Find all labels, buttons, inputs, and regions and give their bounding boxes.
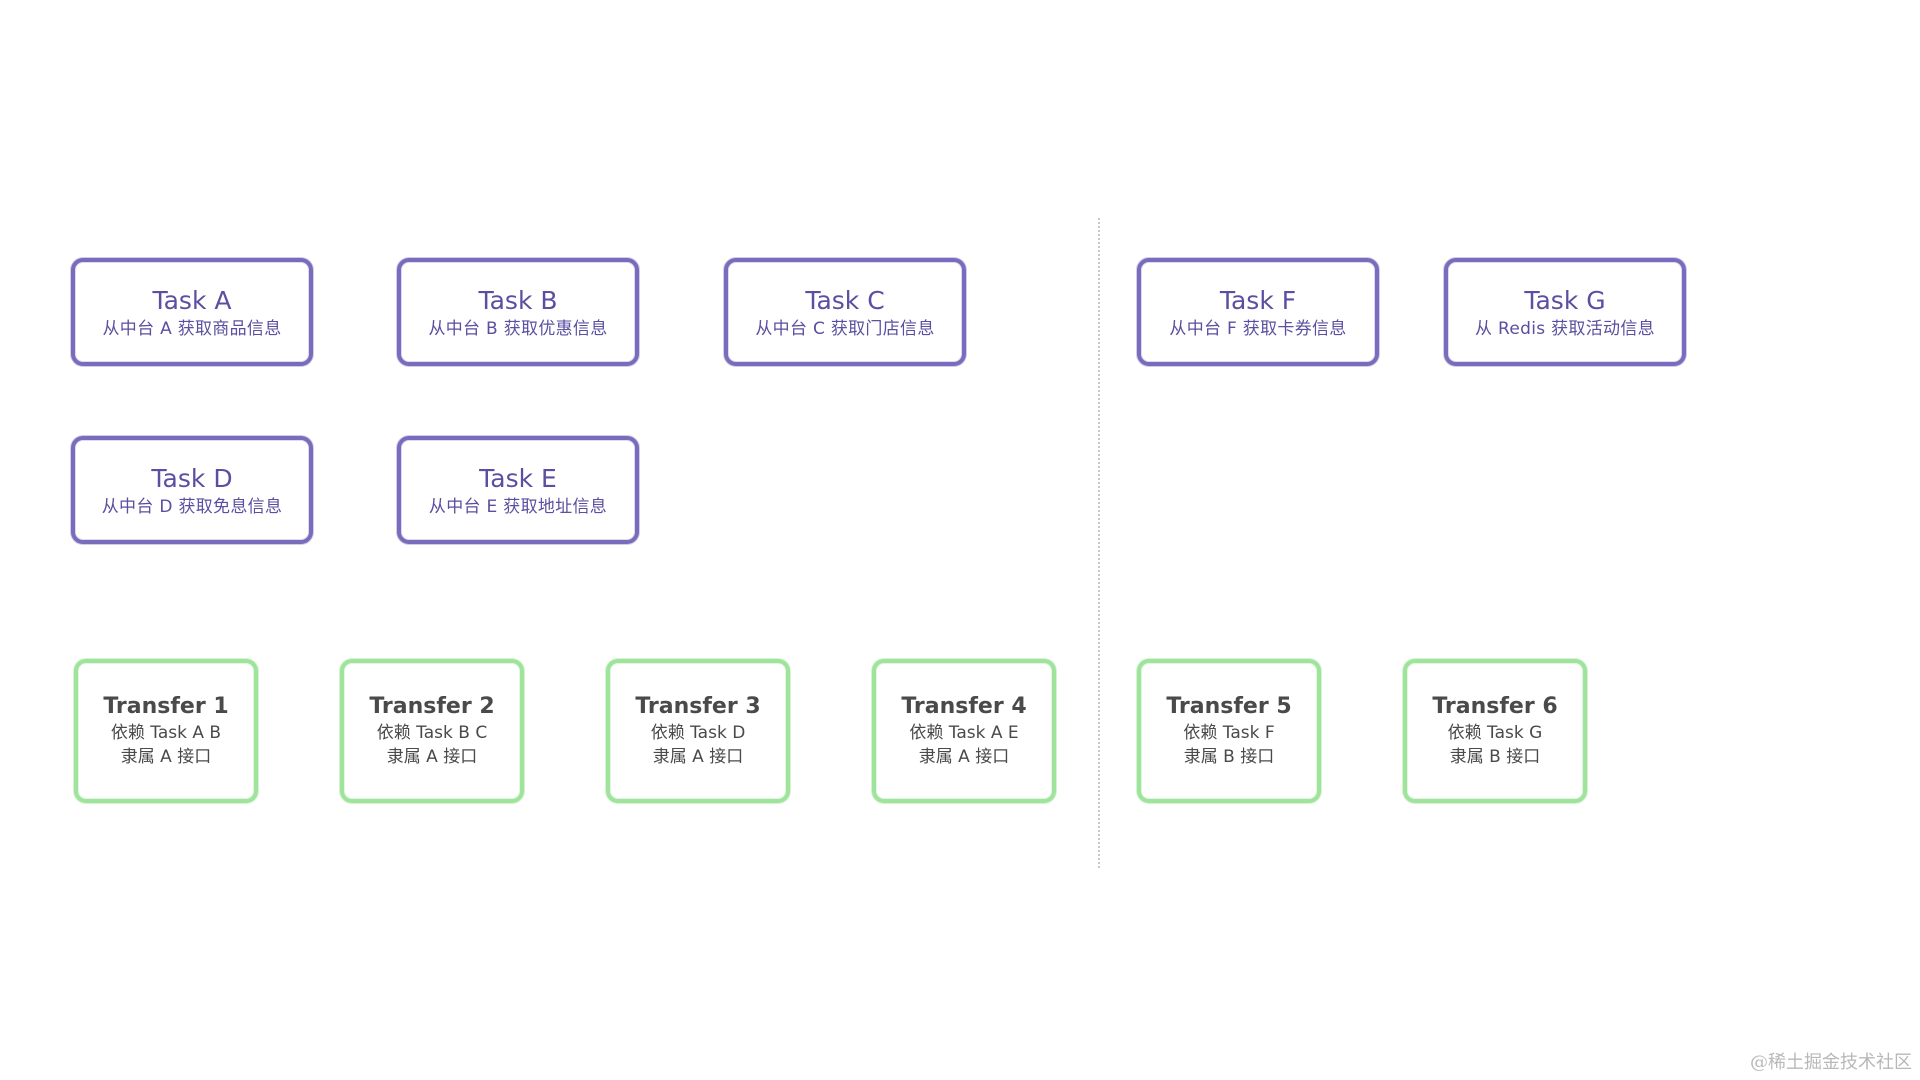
task-description: 从中台 B 获取优惠信息 <box>428 319 608 339</box>
transfer-title: Transfer 6 <box>1432 694 1558 719</box>
transfer-ownership: 隶属 A 接口 <box>386 747 478 767</box>
transfer-2-box: Transfer 2 依赖 Task B C 隶属 A 接口 <box>340 659 524 803</box>
task-description: 从中台 C 获取门店信息 <box>755 319 935 339</box>
transfer-title: Transfer 2 <box>369 694 495 719</box>
transfer-dependency: 依赖 Task B C <box>376 723 488 743</box>
task-b-box: Task B 从中台 B 获取优惠信息 <box>397 258 639 366</box>
task-title: Task A <box>152 286 232 315</box>
transfer-ownership: 隶属 B 接口 <box>1449 747 1541 767</box>
transfer-title: Transfer 4 <box>901 694 1027 719</box>
transfer-title: Transfer 5 <box>1166 694 1292 719</box>
task-f-box: Task F 从中台 F 获取卡券信息 <box>1137 258 1379 366</box>
task-title: Task G <box>1524 286 1606 315</box>
transfer-1-box: Transfer 1 依赖 Task A B 隶属 A 接口 <box>74 659 258 803</box>
task-description: 从 Redis 获取活动信息 <box>1475 319 1655 339</box>
task-a-box: Task A 从中台 A 获取商品信息 <box>71 258 313 366</box>
watermark: @稀土掘金技术社区 <box>1750 1052 1912 1073</box>
task-g-box: Task G 从 Redis 获取活动信息 <box>1444 258 1686 366</box>
transfer-dependency: 依赖 Task D <box>650 723 746 743</box>
task-e-box: Task E 从中台 E 获取地址信息 <box>397 436 639 544</box>
transfer-title: Transfer 3 <box>635 694 761 719</box>
task-d-box: Task D 从中台 D 获取免息信息 <box>71 436 313 544</box>
transfer-ownership: 隶属 A 接口 <box>918 747 1010 767</box>
transfer-dependency: 依赖 Task A E <box>909 723 1019 743</box>
task-title: Task D <box>151 464 233 493</box>
task-description: 从中台 F 获取卡券信息 <box>1169 319 1347 339</box>
transfer-4-box: Transfer 4 依赖 Task A E 隶属 A 接口 <box>872 659 1056 803</box>
task-c-box: Task C 从中台 C 获取门店信息 <box>724 258 966 366</box>
transfer-3-box: Transfer 3 依赖 Task D 隶属 A 接口 <box>606 659 790 803</box>
task-description: 从中台 D 获取免息信息 <box>101 497 283 517</box>
task-title: Task B <box>478 286 558 315</box>
task-title: Task F <box>1219 286 1297 315</box>
section-divider <box>1098 218 1100 868</box>
task-description: 从中台 A 获取商品信息 <box>102 319 282 339</box>
transfer-6-box: Transfer 6 依赖 Task G 隶属 B 接口 <box>1403 659 1587 803</box>
transfer-ownership: 隶属 A 接口 <box>652 747 744 767</box>
transfer-5-box: Transfer 5 依赖 Task F 隶属 B 接口 <box>1137 659 1321 803</box>
transfer-ownership: 隶属 A 接口 <box>120 747 212 767</box>
transfer-dependency: 依赖 Task A B <box>110 723 222 743</box>
transfer-dependency: 依赖 Task F <box>1183 723 1275 743</box>
task-title: Task E <box>479 464 557 493</box>
transfer-dependency: 依赖 Task G <box>1447 723 1543 743</box>
task-description: 从中台 E 获取地址信息 <box>428 497 608 517</box>
transfer-ownership: 隶属 B 接口 <box>1183 747 1275 767</box>
task-title: Task C <box>805 286 885 315</box>
transfer-title: Transfer 1 <box>103 694 229 719</box>
